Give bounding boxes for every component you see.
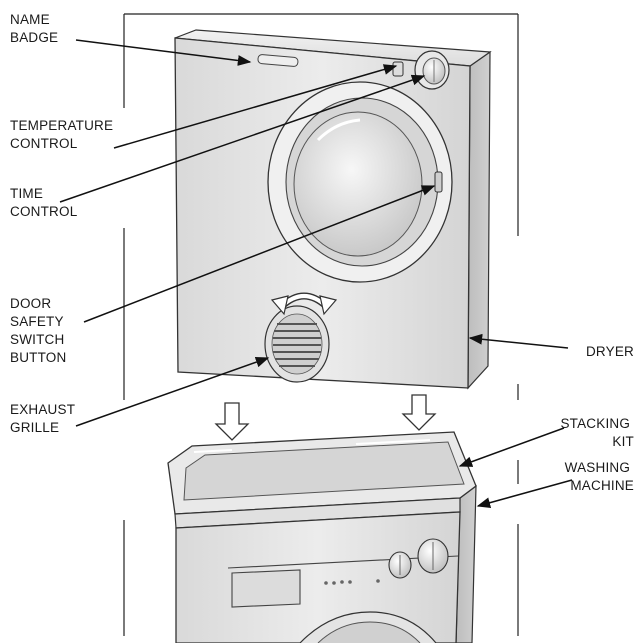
label-door-safety-switch-button: DOOR SAFETY SWITCH BUTTON <box>10 296 68 365</box>
label-time-control: TIME CONTROL <box>10 186 78 219</box>
label-dryer: DRYER <box>586 344 634 359</box>
label-washing-machine: WASHING MACHINE <box>565 460 634 493</box>
door-handle[interactable] <box>434 171 443 193</box>
washer-front-panel <box>175 511 461 643</box>
washer-knob[interactable] <box>388 551 412 579</box>
down-arrow-icon <box>401 394 437 431</box>
frame-lines <box>123 13 519 636</box>
dryer-door[interactable] <box>267 81 453 283</box>
label-exhaust-grille: EXHAUST GRILLE <box>10 402 79 435</box>
leader-dryer <box>468 333 569 349</box>
washer-knob[interactable] <box>417 538 449 574</box>
leader-exhaust-grille <box>75 356 270 427</box>
time-control-knob[interactable] <box>414 50 450 90</box>
label-stacking-kit: STACKING KIT <box>560 416 634 449</box>
down-arrow-icon <box>214 402 250 441</box>
leader-name-badge <box>75 39 252 66</box>
exhaust-grille <box>264 305 330 383</box>
detergent-drawer[interactable] <box>231 569 301 608</box>
temperature-control-button[interactable] <box>392 61 404 77</box>
leader-washing-machine <box>476 479 573 508</box>
label-name-badge: NAME BADGE <box>10 12 58 45</box>
leader-temperature-control <box>113 64 398 149</box>
name-badge <box>257 54 299 67</box>
leader-stacking-kit <box>458 427 565 467</box>
rotate-arrow-icon <box>270 292 338 316</box>
washing-machine <box>167 431 477 643</box>
door-glass <box>293 111 423 257</box>
label-temperature-control: TEMPERATURE CONTROL <box>10 118 117 151</box>
leader-time-control <box>59 74 426 203</box>
indicator-lights <box>324 579 380 585</box>
leader-lines <box>59 39 573 508</box>
leader-door-safety-switch <box>83 185 436 323</box>
